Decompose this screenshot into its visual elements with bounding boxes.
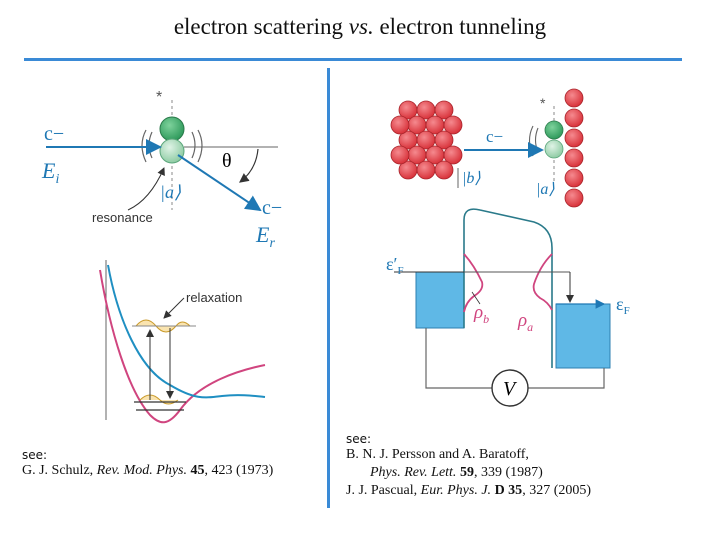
relaxation-label: relaxation	[186, 290, 242, 305]
title-underline	[24, 58, 682, 61]
circuit-wire	[425, 328, 605, 389]
tunneling-electron-label: c−	[486, 127, 503, 146]
resonance-wave-right	[191, 129, 203, 163]
molecule-atom-bottom	[159, 138, 185, 164]
scattering-diagram: * c− Ei θ c− Er |a⟩ resonance relaxation	[41, 89, 282, 424]
molecule-atom-top	[159, 116, 185, 142]
incident-energy-label: Ei	[41, 158, 59, 187]
title-post: electron tunneling	[373, 14, 547, 39]
resonance-label: resonance	[92, 210, 153, 225]
voltage-label: V	[503, 378, 518, 400]
persson-reference-line-1: B. N. J. Persson and A. Baratoff,	[346, 447, 529, 462]
molecule-atom-top	[544, 120, 564, 140]
resonance-wave-left	[528, 125, 539, 157]
title-pre: electron scattering	[173, 14, 349, 39]
eps-f-prime-label: ε′F	[386, 254, 404, 277]
tip-atom-cluster	[390, 100, 463, 180]
tip-fermi-sea	[415, 271, 465, 329]
ket-a-label: |a⟩	[160, 182, 181, 202]
theta-label: θ	[222, 150, 232, 172]
left-see-label: see:	[22, 448, 48, 462]
molecule-atom-bottom	[544, 139, 564, 159]
schulz-reference: G. J. Schulz, Rev. Mod. Phys. 45, 423 (1…	[22, 463, 274, 478]
slide-title: electron scattering vs. electron tunneli…	[0, 14, 720, 40]
rho-a-peak	[532, 253, 553, 311]
ket-a-label: |a⟩	[536, 181, 555, 198]
voltage-source	[491, 369, 529, 407]
ion-potential-curve	[99, 269, 266, 424]
column-divider	[327, 68, 330, 508]
rho-b-pointer	[471, 291, 481, 305]
scattered-electron-label: c−	[262, 197, 282, 219]
scattered-energy-label: Er	[255, 222, 275, 251]
surface-atom-column	[564, 88, 584, 208]
pascual-reference: J. J. Pascual, Eur. Phys. J. D 35, 327 (…	[346, 483, 592, 498]
lower-wavefunction	[139, 394, 179, 405]
angle-arc	[239, 148, 259, 183]
excited-star: *	[156, 89, 162, 106]
rho-a-label: ρa	[517, 310, 533, 334]
excited-star: *	[540, 95, 546, 111]
neutral-potential-curve	[107, 264, 266, 399]
ket-b-label: |b⟩	[462, 170, 481, 187]
sample-fermi-sea	[555, 303, 611, 369]
right-references: see: B. N. J. Persson and A. Baratoff, P…	[346, 432, 591, 500]
persson-reference-line-2: Phys. Rev. Lett. 59, 339 (1987)	[370, 465, 543, 480]
left-references: see: G. J. Schulz, Rev. Mod. Phys. 45, 4…	[22, 448, 273, 480]
rho-b-peak	[463, 253, 484, 313]
incident-electron-label: c−	[44, 123, 64, 145]
tunneling-diagram: * c− |b⟩ |a⟩ ε′F εF ρb ρa V	[386, 88, 630, 407]
right-see-label: see:	[346, 432, 372, 446]
tunneling-barrier	[463, 208, 553, 368]
rho-b-label: ρb	[473, 302, 489, 326]
relaxation-pointer	[163, 297, 185, 319]
resonance-pointer	[127, 167, 165, 211]
title-vs: vs.	[348, 14, 374, 39]
scattered-electron-arrow	[177, 154, 262, 212]
eps-f-label: εF	[616, 294, 630, 317]
